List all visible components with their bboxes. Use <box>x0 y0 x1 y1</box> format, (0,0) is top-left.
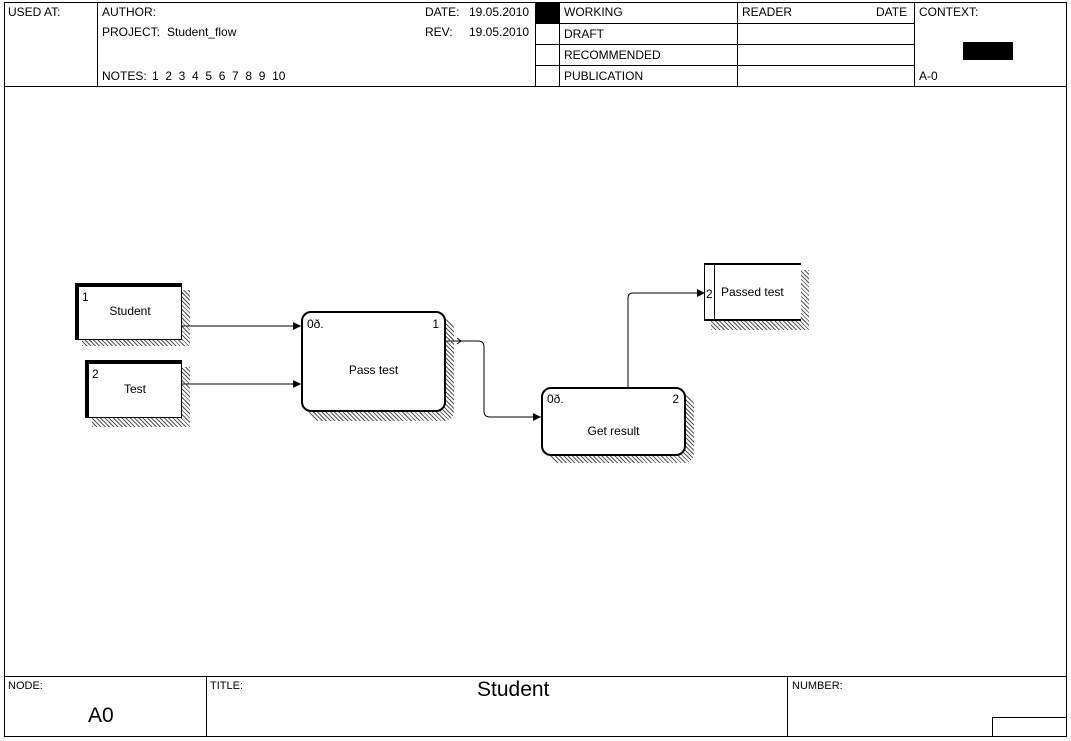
context-label: CONTEXT: <box>919 5 979 19</box>
process-pass-test-number: 1 <box>432 317 439 331</box>
process-get-result-label: Get result <box>587 424 640 438</box>
page-number-box <box>992 717 1067 737</box>
title-label: TITLE: <box>210 680 244 692</box>
status-working: WORKING <box>564 5 623 19</box>
context-thumbnail <box>963 42 1013 60</box>
footer-top-line <box>4 676 1067 677</box>
footer-divider-1 <box>206 676 207 737</box>
process-get-result-number: 2 <box>672 392 679 406</box>
store-passed-test-number: 2 <box>706 287 713 301</box>
process-pass-test-id: 0ð. <box>307 317 324 331</box>
entity-student[interactable]: 1 Student <box>75 283 182 340</box>
process-pass-test[interactable]: 0ð. 1 Pass test <box>301 311 446 412</box>
date-label: DATE: <box>425 5 460 19</box>
store-passed-test[interactable]: 2 Passed test <box>704 263 801 321</box>
node-label: NODE: <box>8 680 43 692</box>
reader-label: READER <box>742 5 793 19</box>
context-node: A-0 <box>919 69 938 83</box>
entity-test-label: Test <box>123 382 146 396</box>
arrow-get-result-to-passed-test <box>627 289 705 388</box>
header-bottom-line <box>4 86 1067 87</box>
number-label: NUMBER: <box>792 680 843 692</box>
process-get-result-id: 0ð. <box>547 392 564 406</box>
arrow-tunnel-mark <box>456 337 462 345</box>
working-status-marker <box>536 3 559 23</box>
status-row-line-3 <box>535 65 914 66</box>
entity-test[interactable]: 2 Test <box>85 360 182 418</box>
rev-label: REV: <box>425 25 453 39</box>
entity-student-label: Student <box>109 304 151 318</box>
process-get-result[interactable]: 0ð. 2 Get result <box>541 387 686 456</box>
entity-student-number: 1 <box>82 290 89 304</box>
store-passed-test-label: Passed test <box>721 285 784 299</box>
node-value: A0 <box>88 704 114 727</box>
author-label: AUTHOR: <box>102 5 156 19</box>
status-row-line-2 <box>535 44 914 45</box>
arrow-pass-test-to-get-result <box>445 340 541 421</box>
notes-label: NOTES: <box>102 69 147 83</box>
project-value: Student_flow <box>167 25 237 39</box>
process-pass-test-label: Pass test <box>348 363 399 377</box>
status-recommended: RECOMMENDED <box>564 48 661 62</box>
store-divider <box>714 265 715 319</box>
reader-date-label: DATE <box>876 5 908 19</box>
used-at-label: USED AT: <box>8 5 61 19</box>
status-row-line-1 <box>535 23 914 24</box>
project-label: PROJECT: <box>102 25 161 39</box>
status-publication: PUBLICATION <box>564 69 644 83</box>
header-divider-5 <box>914 2 915 86</box>
date-value: 19.05.2010 <box>469 5 530 19</box>
entity-test-number: 2 <box>92 367 99 381</box>
status-draft: DRAFT <box>564 27 604 41</box>
footer-divider-2 <box>787 676 788 737</box>
diagram-title: Student <box>477 678 550 701</box>
header-divider-1 <box>97 2 98 86</box>
rev-value: 19.05.2010 <box>469 25 530 39</box>
notes-values: 1 2 3 4 5 6 7 8 9 10 <box>152 69 286 83</box>
